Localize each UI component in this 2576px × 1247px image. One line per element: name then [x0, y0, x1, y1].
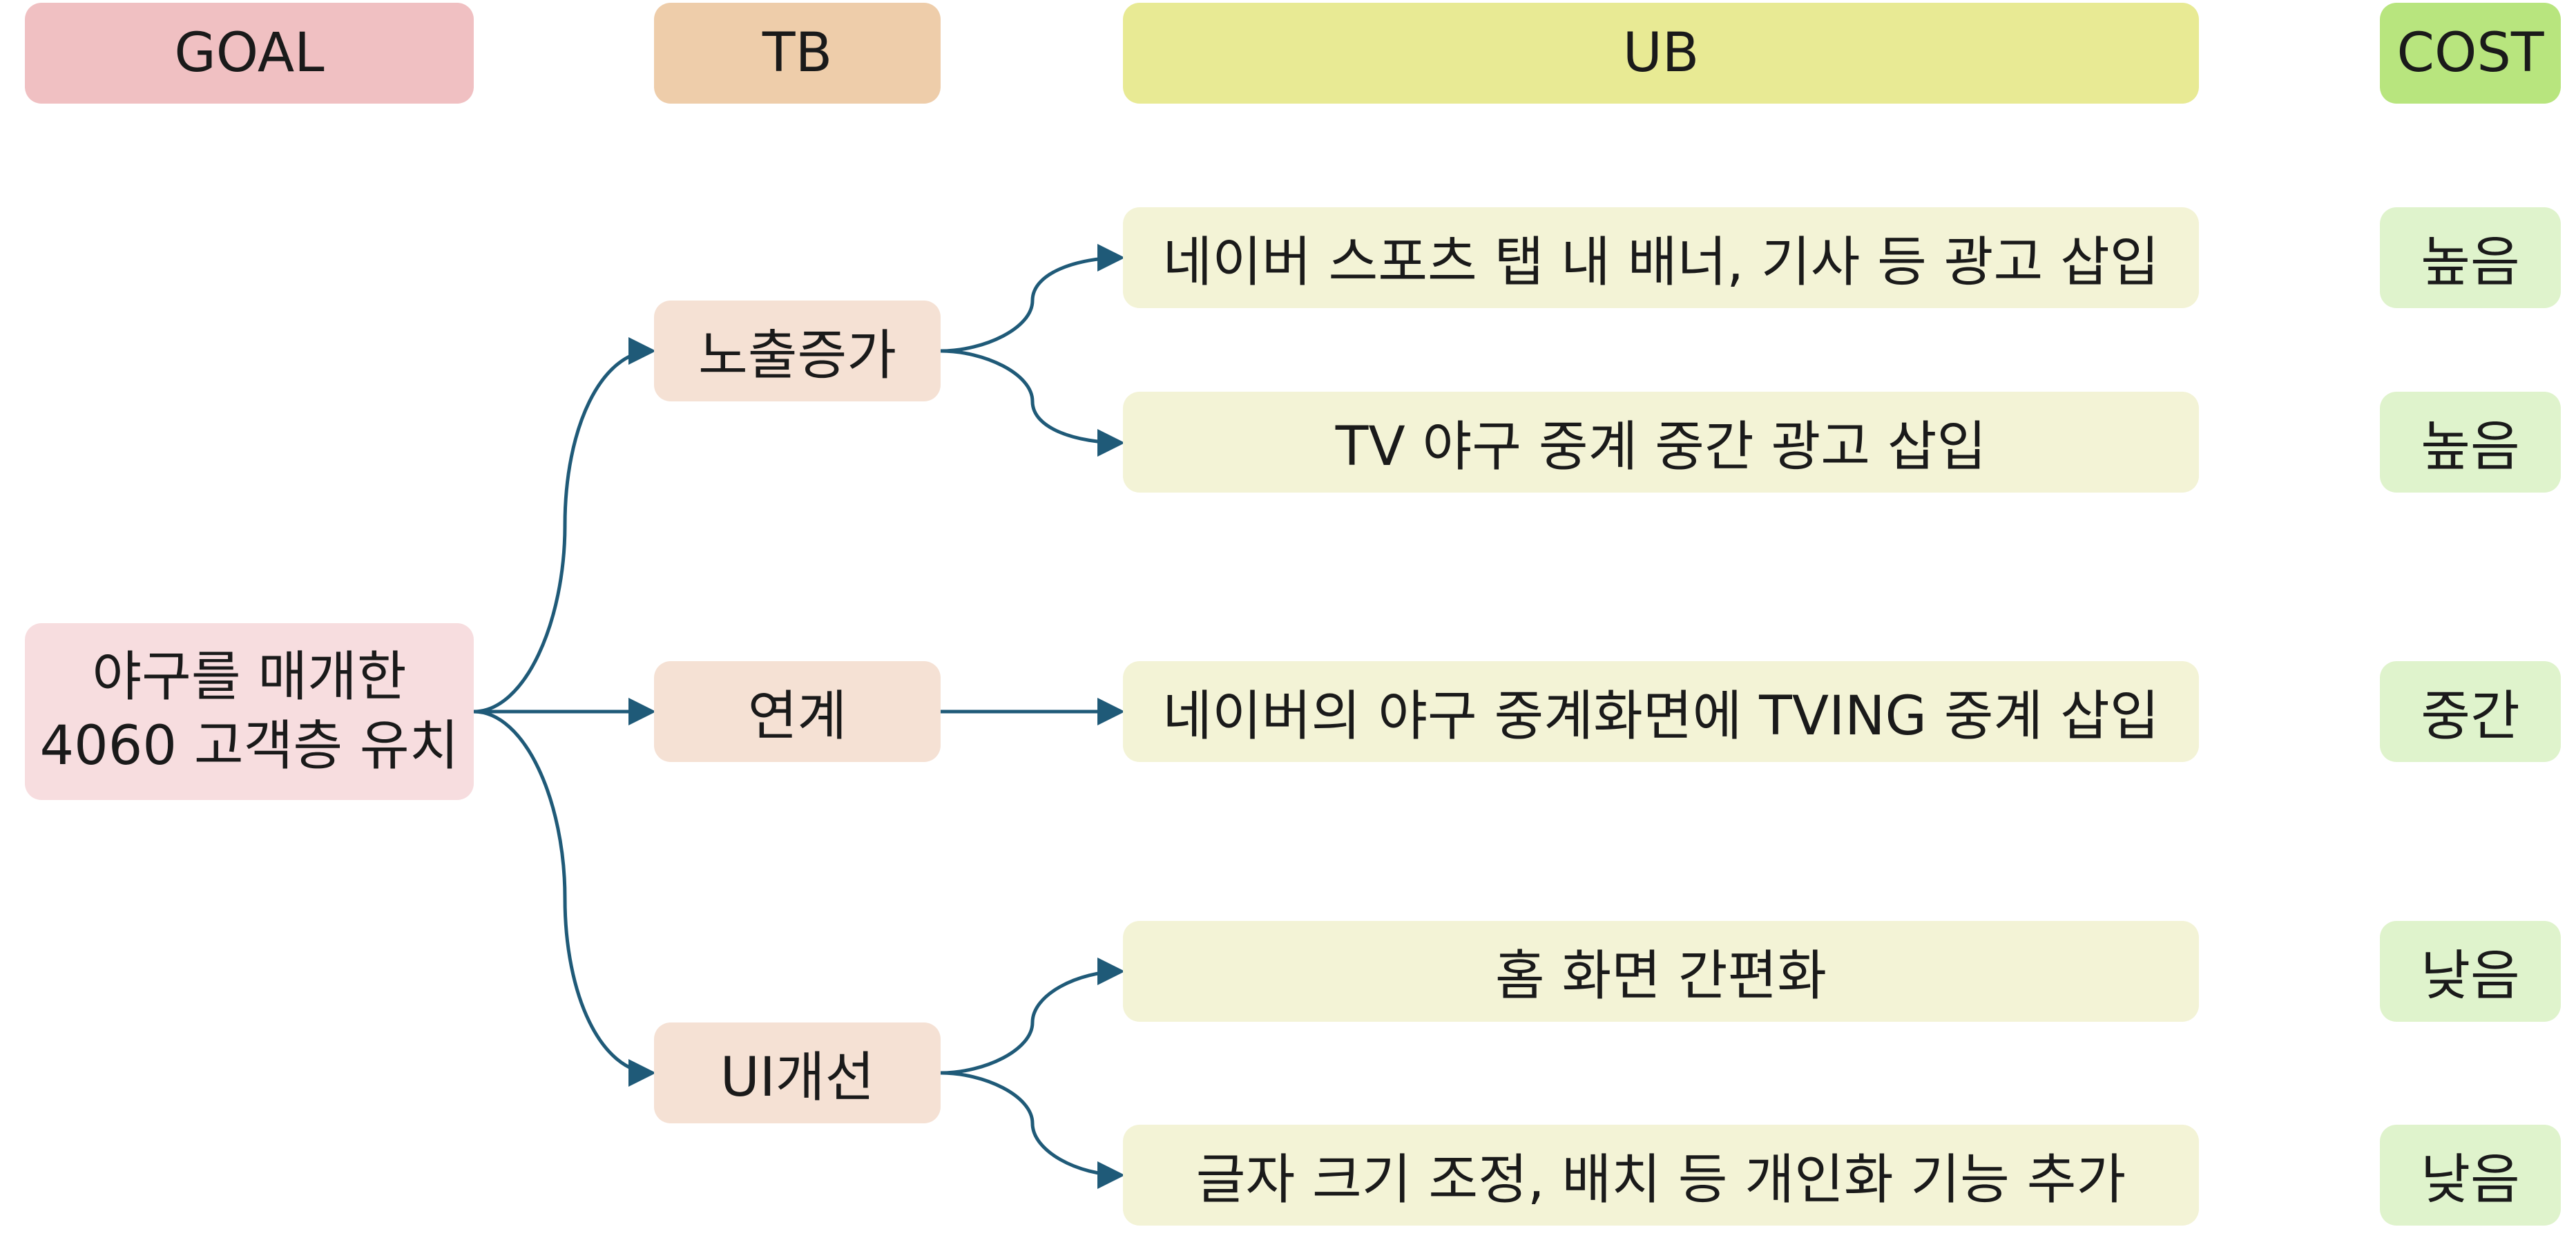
- goal-node: 야구를 매개한 4060 고객층 유치: [25, 623, 474, 800]
- ub-node-5: 글자 크기 조정, 배치 등 개인화 기능 추가: [1123, 1125, 2199, 1226]
- cost-header: COST: [2380, 3, 2561, 104]
- goal-line-2: 4060 고객층 유치: [39, 715, 459, 777]
- connector-goal-to-ui: [473, 710, 656, 1087]
- tb-node-ui: UI개선: [654, 1022, 941, 1123]
- connector-exposure-to-ub1: [940, 244, 1125, 353]
- connector-goal-to-exposure: [473, 337, 656, 714]
- connector-ui-to-ub4: [940, 958, 1125, 1075]
- ub-node-3: 네이버의 야구 중계화면에 TVING 중계 삽입: [1123, 661, 2199, 762]
- tb-node-link: 연계: [654, 661, 941, 762]
- cost-node-1: 높음: [2380, 207, 2561, 308]
- ub-header: UB: [1123, 3, 2199, 104]
- cost-node-3: 중간: [2380, 661, 2561, 762]
- ub-node-1: 네이버 스포츠 탭 내 배너, 기사 등 광고 삽입: [1123, 207, 2199, 308]
- cost-node-4: 낮음: [2380, 921, 2561, 1022]
- ub-node-2: TV 야구 중계 중간 광고 삽입: [1123, 392, 2199, 493]
- connector-ui-to-ub5: [940, 1071, 1125, 1189]
- cost-node-5: 낮음: [2380, 1125, 2561, 1226]
- tb-header: TB: [654, 3, 941, 104]
- cost-node-2: 높음: [2380, 392, 2561, 493]
- ub-node-4: 홈 화면 간편화: [1123, 921, 2199, 1022]
- tb-node-exposure: 노출증가: [654, 301, 941, 401]
- goal-line-1: 야구를 매개한: [92, 646, 407, 708]
- connector-exposure-to-ub2: [940, 349, 1125, 457]
- goal-header: GOAL: [25, 3, 474, 104]
